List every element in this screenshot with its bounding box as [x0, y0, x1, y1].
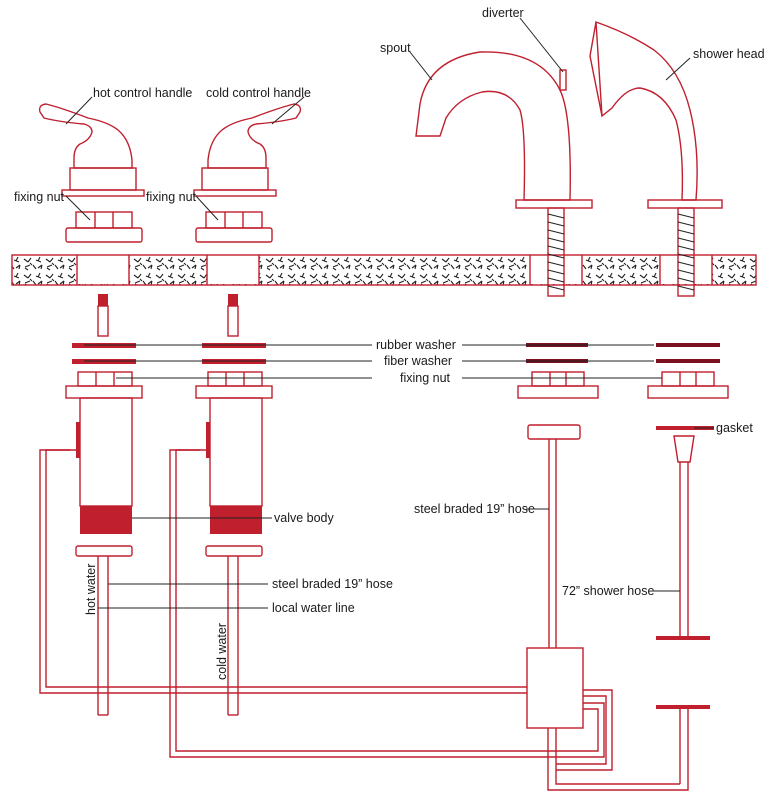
label-fixing-nut-lower: fixing nut: [400, 371, 451, 385]
label-steel-braded-hose-right: steel braded 19” hose: [414, 502, 535, 516]
text-labels: hot control handle cold control handle f…: [14, 6, 765, 680]
label-gasket: gasket: [716, 421, 753, 435]
label-shower-head: shower head: [693, 47, 765, 61]
label-cold-water: cold water: [215, 623, 229, 680]
label-rubber-washer: rubber washer: [376, 338, 456, 352]
label-fixing-nut-right: fixing nut: [146, 190, 197, 204]
countertop: [11, 254, 757, 286]
label-hot-water: hot water: [84, 564, 98, 615]
label-fiber-washer: fiber washer: [384, 354, 452, 368]
label-shower-hose: 72” shower hose: [562, 584, 654, 598]
cold-valve-body: [206, 397, 263, 534]
label-steel-braded-hose-left: steel braded 19” hose: [272, 577, 393, 591]
label-local-water-line: local water line: [272, 601, 355, 615]
label-cold-control-handle: cold control handle: [206, 86, 311, 100]
spout-threaded-shank: [547, 207, 565, 297]
spout-hose: [527, 424, 581, 648]
hot-fixing-nut-top: [65, 211, 143, 243]
shower-washers: [656, 343, 720, 363]
label-fixing-nut-left: fixing nut: [14, 190, 65, 204]
spout-washers: [526, 343, 588, 363]
hot-valve-stem: [97, 294, 109, 337]
cold-supply-line: [205, 545, 263, 716]
hot-control-handle: [38, 103, 145, 197]
label-spout: spout: [380, 41, 411, 55]
shower-outlet-routing: [547, 689, 689, 791]
cold-control-handle: [193, 103, 302, 197]
shower-gasket: [656, 426, 714, 463]
label-hot-control-handle: hot control handle: [93, 86, 192, 100]
shower-threaded-shank: [677, 207, 695, 297]
shower-fixing-nut-lower: [647, 371, 729, 399]
cold-fixing-nut-top: [195, 211, 273, 243]
shower-head: [589, 21, 723, 209]
cold-valve-stem: [227, 294, 239, 337]
cold-hose-routing: [169, 449, 605, 758]
cold-fixing-nut-lower: [195, 371, 273, 399]
hot-valve-body: [76, 397, 133, 534]
label-diverter: diverter: [482, 6, 524, 20]
diverter-valve-box: [526, 647, 584, 729]
spout: [415, 51, 593, 209]
hot-hose-routing: [39, 449, 527, 694]
label-valve-body: valve body: [274, 511, 335, 525]
spout-fixing-nut-lower: [517, 371, 599, 399]
leader-lines: [65, 17, 714, 609]
shower-hose: [656, 462, 710, 784]
hot-fixing-nut-lower: [65, 371, 143, 399]
hot-supply-line: [75, 545, 133, 716]
